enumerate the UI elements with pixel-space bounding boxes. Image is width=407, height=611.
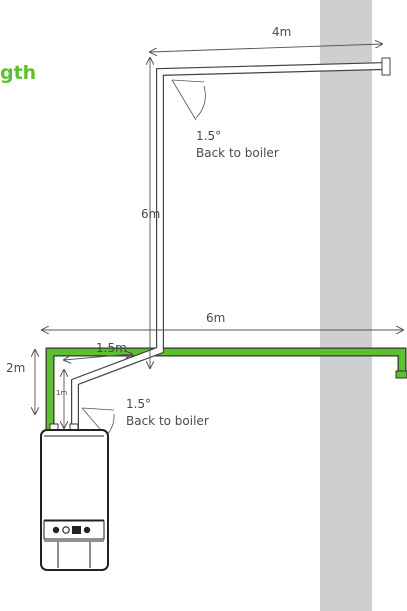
flue-terminal-icon [395, 370, 407, 379]
label-vertical-long: 6m [141, 207, 161, 221]
dim-lower-horizontal [64, 354, 132, 360]
page-title: gth [0, 62, 37, 84]
label-bend-top-angle: 1.5° [196, 129, 222, 143]
label-top-horizontal: 4m [272, 25, 292, 39]
white-flue-route [71, 57, 391, 430]
green-flue-route [45, 347, 407, 430]
flue-terminal-icon [381, 57, 391, 76]
dim-top-horizontal [150, 44, 382, 52]
label-lower-vertical: 1m [56, 389, 68, 397]
label-wide-horizontal: 6m [206, 311, 226, 325]
dimension-lines [35, 44, 403, 428]
label-bend-top-note: Back to boiler [196, 146, 279, 160]
bend-angle-top [171, 79, 206, 121]
label-bend-bottom-note: Back to boiler [126, 414, 209, 428]
external-wall [320, 0, 372, 611]
label-lower-horizontal: 1.5m [96, 341, 127, 355]
label-bend-bottom-angle: 1.5° [126, 397, 152, 411]
label-green-vertical: 2m [6, 361, 26, 375]
boiler-icon [40, 423, 109, 571]
